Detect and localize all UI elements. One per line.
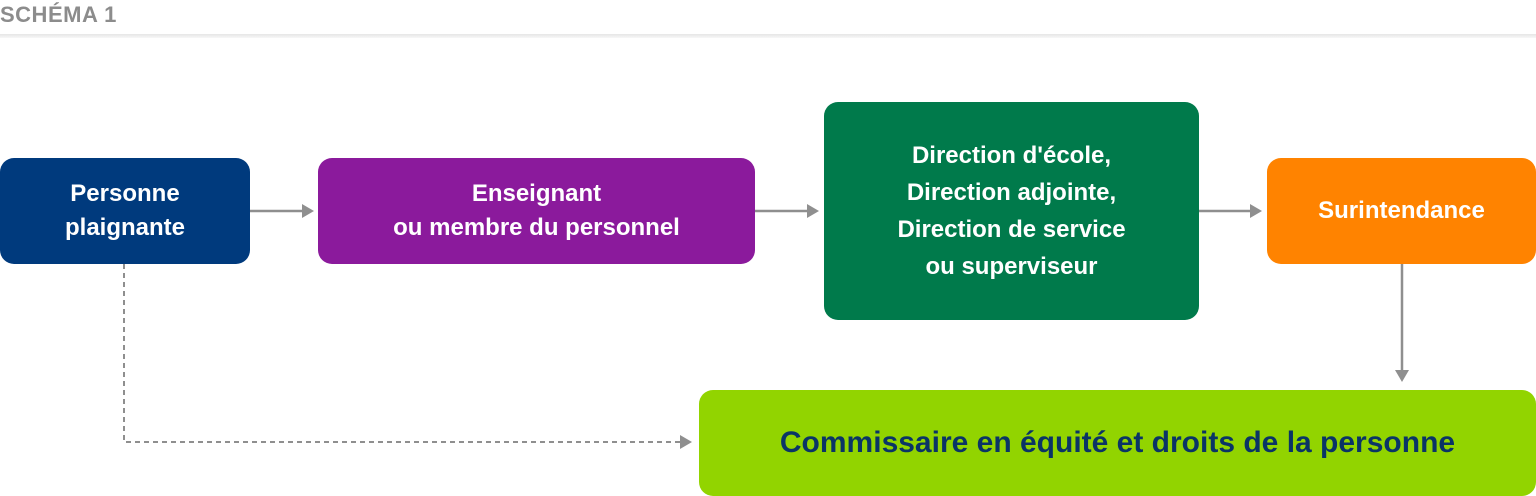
arrowhead-commissioner-left [680, 435, 692, 449]
arrowhead-superintendence [1250, 204, 1262, 218]
node-human-rights-commissioner: Commissaire en équité et droits de la pe… [699, 390, 1536, 496]
arrowhead-commissioner-top [1395, 370, 1409, 382]
figure-title: SCHÉMA 1 [0, 2, 117, 27]
header-divider [0, 34, 1536, 38]
node-complainant: Personne plaignante [0, 158, 250, 264]
node-school-direction: Direction d'école, Direction adjointe, D… [824, 102, 1199, 320]
arrowhead-direction [807, 204, 819, 218]
node-teacher-or-staff: Enseignant ou membre du personnel [318, 158, 755, 264]
arrowhead-teacher [302, 204, 314, 218]
dashed-arrow-complainant-to-commissioner [123, 264, 680, 443]
node-superintendence: Surintendance [1267, 158, 1536, 264]
